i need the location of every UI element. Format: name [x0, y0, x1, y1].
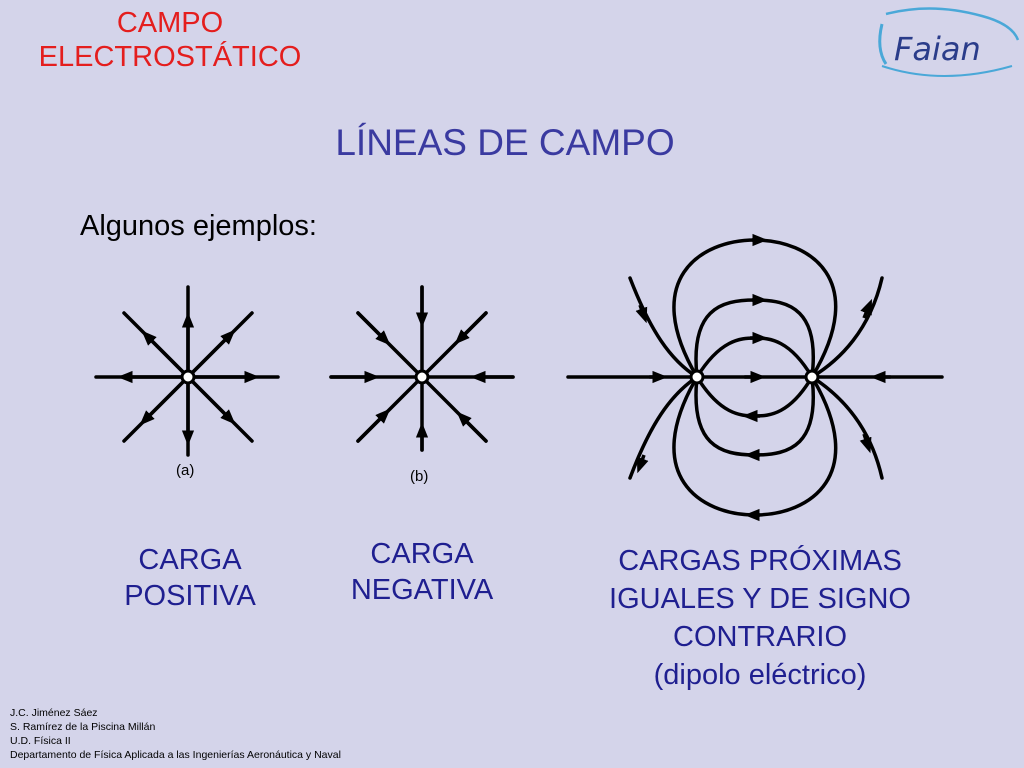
caption-dipole-line: (dipolo eléctrico) [653, 659, 867, 691]
credit-line: S. Ramírez de la Piscina Millán [10, 721, 156, 733]
caption-positive: CARGA POSITIVA [90, 542, 290, 614]
faian-logo: Faian [878, 7, 1020, 77]
caption-dipole-line: CONTRARIO [673, 621, 847, 653]
dipole-charge-right [804, 369, 820, 385]
credit-line: J.C. Jiménez Sáez [10, 707, 98, 719]
caption-dipole: CARGAS PRÓXIMAS IGUALES Y DE SIGNO CONTR… [560, 542, 960, 694]
negative-charge [414, 369, 430, 385]
credit-line: U.D. Física II [10, 735, 71, 747]
positive-charge-field [94, 285, 280, 457]
dipole-field [566, 238, 944, 517]
slide-title: LÍNEAS DE CAMPO [335, 122, 675, 163]
caption-negative-line: CARGA [370, 538, 474, 570]
caption-dipole-line: CARGAS PRÓXIMAS [618, 545, 902, 577]
label-a: (a) [176, 462, 195, 479]
label-b: (b) [410, 468, 429, 485]
caption-negative: CARGA NEGATIVA [322, 536, 522, 608]
logo-text: Faian [894, 30, 981, 68]
dipole-charge-left [689, 369, 705, 385]
negative-charge-field [329, 285, 515, 452]
header-title-line1: CAMPO [116, 7, 224, 39]
dipole-arrows [635, 233, 872, 522]
caption-dipole-line: IGUALES Y DE SIGNO [609, 583, 911, 615]
header-title-line2: ELECTROSTÁTICO [38, 41, 302, 73]
credit-line: Departamento de Física Aplicada a las In… [10, 749, 341, 761]
caption-positive-line: CARGA [138, 544, 242, 576]
positive-charge [180, 369, 196, 385]
caption-positive-line: POSITIVA [124, 580, 256, 612]
caption-negative-line: NEGATIVA [350, 574, 494, 606]
credits: J.C. Jiménez Sáez S. Ramírez de la Pisci… [10, 706, 341, 762]
header-title: CAMPO ELECTROSTÁTICO [10, 6, 330, 74]
intro-text: Algunos ejemplos: [80, 210, 317, 242]
